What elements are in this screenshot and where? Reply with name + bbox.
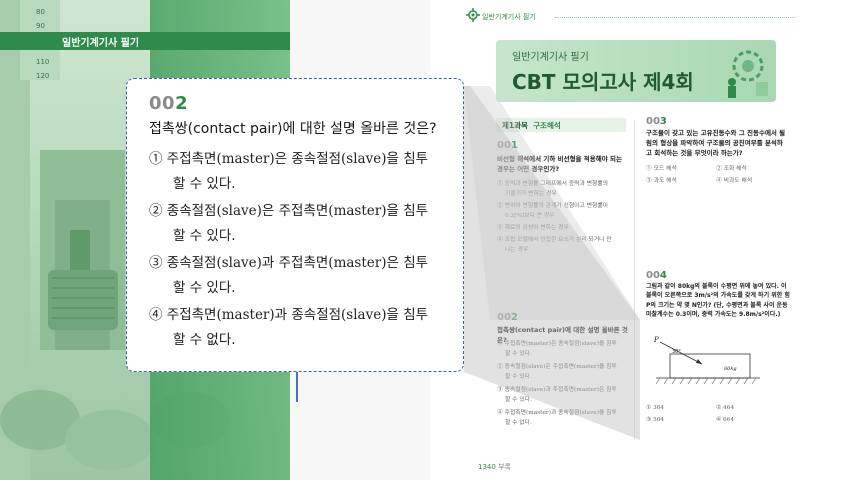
question-option: 할 수 있다.	[505, 374, 532, 380]
question-number: 002	[497, 312, 518, 323]
scale-number: 120	[36, 72, 50, 80]
question-option: 할 수 있다.	[505, 397, 532, 403]
question-text: 그림과 같이 80kg의 블록이 수평면 위에 놓여 있다. 이 블록이 오른쪽…	[646, 283, 790, 319]
question-option: 기울기가 변하는 경우	[505, 191, 557, 197]
mass-label: 80kg	[724, 366, 737, 372]
page-number: 1340 부록	[478, 462, 511, 472]
question-option: ③ 564	[646, 417, 665, 423]
column-divider	[634, 120, 635, 440]
page-number-value: 1340	[478, 463, 496, 471]
force-label: P	[653, 336, 659, 344]
section-name: 구조해석	[533, 121, 561, 130]
question-number-accent: 4	[659, 270, 667, 281]
question-text: 구조물이 갖고 있는 고유진동수와 그 진동수에서 될림의 형상을 파악하여 구…	[646, 129, 786, 157]
header-divider	[555, 17, 795, 18]
question-option: 할 수 있다.	[505, 351, 532, 357]
question-option: ① 주접촉면(master)은 종속절점(slave)을 침투	[497, 341, 617, 347]
callout-option: ① 주접촉면(master)은 종속절점(slave)을 침투 할 수 있다.	[149, 151, 429, 192]
question-option: ④ 비과도 해석	[716, 178, 753, 184]
callout-question-text: 접촉쌍(contact pair)에 대한 설명 올바른 것은?	[149, 121, 437, 137]
page-number-label: 부록	[498, 463, 511, 471]
section-label: 제1과목 구조해석	[496, 118, 626, 132]
scale-number: 80	[36, 8, 45, 16]
question-option: ① 364	[646, 405, 665, 411]
gear-icon	[466, 8, 480, 22]
question-option: ① 응력과 변형률 그래프에서 응력과 변형률의	[497, 181, 609, 187]
question-option: ② 변위와 변형률의 관계가 선형이고 변형률이	[497, 203, 609, 209]
callout-number-prefix: 00	[149, 93, 176, 114]
question-number-prefix: 00	[497, 140, 511, 151]
callout-option: ④ 주접촉면(master)과 종속절점(slave)을 침투 할 수 없다.	[149, 307, 429, 348]
scale-number: 110	[36, 58, 50, 66]
zoomed-question-callout: 002 접촉쌍(contact pair)에 대한 설명 올바른 것은? ① 주…	[126, 78, 464, 372]
scale-number: 90	[36, 22, 45, 30]
question-option: ④ 664	[716, 417, 735, 423]
spine-line	[296, 370, 298, 402]
question-number: 004	[646, 270, 667, 281]
question-option: ③ 과도 해석	[646, 178, 677, 184]
question-option: ② 종속절점(slave)은 주접촉면(master)을 침투	[497, 364, 617, 370]
question-option: ④ 조립 모델에서 인접한 요소가 분리 되거나 만	[497, 237, 612, 243]
question-option: 0.2[%]보다 큰 경우	[505, 213, 555, 219]
question-option: ④ 주접촉면(master)과 종속절점(slave)을 침투	[497, 410, 617, 416]
question-number-accent: 1	[510, 140, 518, 151]
question-option: ② 조화 해석	[716, 166, 747, 172]
question-option: ① 모드 해석	[646, 166, 677, 172]
question-option: ③ 재료의 강성이 변하는 경우	[497, 225, 569, 231]
question-text: 접촉쌍(contact pair)에 대한 설명 올바른 것은?	[497, 326, 628, 344]
question-option: ② 464	[716, 405, 735, 411]
question-option: ③ 종속절점(slave)과 주접촉면(master)은 침투	[497, 387, 617, 393]
question-number-prefix: 00	[646, 270, 660, 281]
callout-option: ② 종속절점(slave)은 주접촉면(master)을 침투 할 수 있다.	[149, 203, 429, 244]
left-header-title: 일반기계기사 필기	[62, 38, 140, 49]
machine-photo-illustration	[0, 0, 230, 480]
left-header-bar	[0, 32, 290, 50]
callout-number-accent: 2	[175, 93, 189, 114]
question-number: 003	[646, 116, 667, 127]
banner-subtitle: 일반기계기사 필기	[512, 52, 589, 63]
question-text: 비선형 해석에서 기하 비선형을 적용해야 되는 경우는 어떤 경우인가?	[497, 155, 622, 173]
question-option: 나는 경우	[505, 247, 529, 253]
question-number-prefix: 00	[646, 116, 660, 127]
page-header-title: 일반기계기사 필기	[482, 13, 536, 21]
question-number-accent: 2	[510, 312, 518, 323]
section-prefix: 제1과목	[502, 121, 528, 130]
question-number-prefix: 00	[497, 312, 511, 323]
question-number: 001	[497, 140, 518, 151]
banner-title: CBT 모의고사 제4회	[512, 70, 694, 94]
question-option: 할 수 없다.	[505, 420, 532, 426]
callout-option: ③ 종속절점(slave)과 주접촉면(master)은 침투 할 수 있다.	[149, 255, 429, 296]
block-force-diagram: P 30° 80kg	[653, 336, 760, 385]
angle-label: 30°	[672, 349, 681, 355]
question-number-accent: 3	[659, 116, 667, 127]
gear-person-illustration	[728, 50, 768, 98]
callout-question-number: 002	[149, 93, 441, 114]
